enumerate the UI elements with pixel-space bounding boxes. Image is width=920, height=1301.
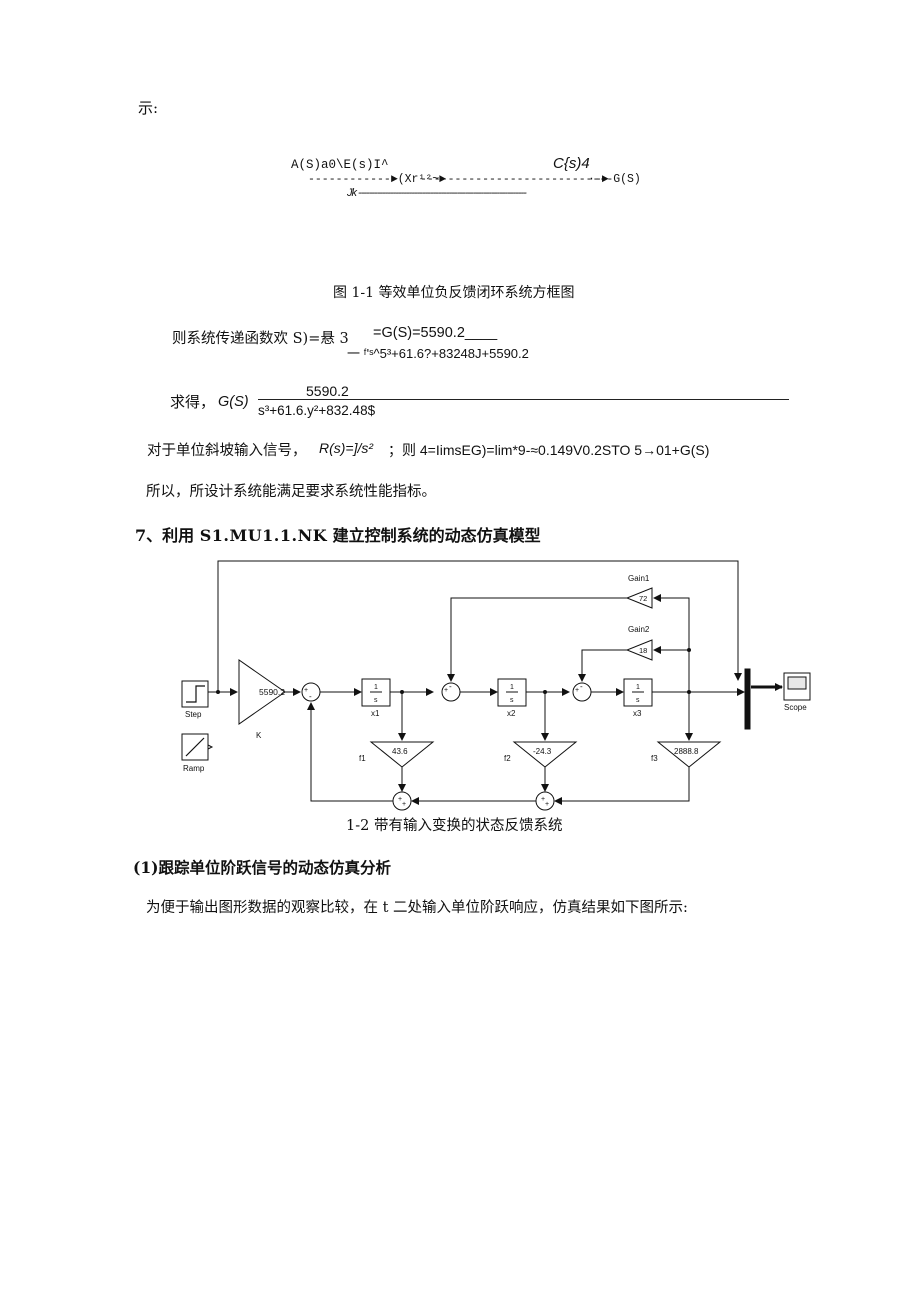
scope-screen <box>787 676 807 690</box>
section-7-text-b: 建立控制系统的动态仿真模型 <box>332 526 541 545</box>
eq2-denominator: s³+61.6.y²+832.48$ <box>258 403 376 418</box>
fig1-row-a: ------------►(Xr¹²~► <box>308 173 447 186</box>
wire-sum4-to-sum1 <box>307 702 393 802</box>
eq2-lhs: G(S) <box>218 394 249 410</box>
simulink-diagram: 5590.2 K Step Ramp 1 s 1 s 1 s x1 x2 x3 … <box>181 560 811 811</box>
x3-label: x3 <box>633 709 642 718</box>
wire-f3-to-sum5 <box>554 767 690 805</box>
conclusion-text: 所以，所设计系统能满足要求系统性能指标。 <box>146 484 436 500</box>
wire-gain2-to-sum3 <box>578 649 627 682</box>
f3-block <box>656 741 722 768</box>
gain1-name: Gain1 <box>628 574 650 583</box>
eq2-label: 求得， <box>170 393 216 411</box>
f3-name: f3 <box>651 754 658 763</box>
fig1-row-end: ·-► <box>588 173 609 186</box>
f2-block <box>512 741 578 768</box>
x2-label: x2 <box>507 709 516 718</box>
f1-block <box>369 741 435 768</box>
sum1-minus: - <box>309 692 312 701</box>
eq1-rhs: =G(S)=5590.2____ <box>373 325 498 341</box>
gain1-value: 72 <box>639 594 647 603</box>
sum3-minus: - <box>580 682 583 691</box>
x1-label: x1 <box>371 709 380 718</box>
final-paragraph: 为便于输出图形数据的观察比较，在 t 二处输入单位阶跃响应，仿真结果如下图所示: <box>146 900 688 916</box>
integrator1-den: s <box>374 697 378 704</box>
integrator2-num: 1 <box>510 684 514 691</box>
step-block <box>181 680 209 708</box>
f3-value: 2888.8 <box>674 747 699 756</box>
eq1-denominator: 一 ᶠ'ˢ^5³+61.6?+83248J+5590.2 <box>347 346 529 361</box>
integrator2-den: s <box>510 697 514 704</box>
sum5-plus2: + <box>545 801 549 808</box>
scope-label: Scope <box>784 703 807 712</box>
integrator1-num: 1 <box>374 684 378 691</box>
sum2-plus: + <box>444 687 448 694</box>
integrator3-num: 1 <box>636 684 640 691</box>
sum2-minus: - <box>449 682 452 691</box>
f1-name: f1 <box>359 754 366 763</box>
intro-text: 示: <box>138 99 159 117</box>
fig1-top-right: C{s)4 <box>553 155 590 172</box>
subsection-1-heading: (1)跟踪单位阶跃信号的动态仿真分析 <box>133 856 391 878</box>
section-7-text-a: 利用 <box>162 526 195 545</box>
f1-value: 43.6 <box>392 747 408 756</box>
wire-gain1-to-sum2 <box>447 597 627 682</box>
ramp-port <box>207 744 214 750</box>
wire-x3-to-gain1 <box>653 594 690 692</box>
eq2-numerator: 5590.2 <box>306 383 349 399</box>
eq1-prefix: 则系统传递函数欢 S)=悬 3 <box>172 331 349 347</box>
gain2-name: Gain2 <box>628 625 650 634</box>
mux-block <box>744 668 751 730</box>
gain-k-value: 5590.2 <box>259 687 285 697</box>
fig1-row-b: ----------------------------G(S) <box>420 173 641 186</box>
gain2-block <box>625 639 653 661</box>
subsection-1-text: 跟踪单位阶跃信号的动态仿真分析 <box>158 858 391 877</box>
ramp-line-part3: ；则 4=IimsEG)=lim*9-≈0.149V0.2STO 5→01+G(… <box>388 442 710 458</box>
f2-value: -24.3 <box>533 747 552 756</box>
f2-name: f2 <box>504 754 511 763</box>
fig2-caption: 1-2 带有输入变换的状态反馈系统 <box>346 818 563 834</box>
gain-k-name: K <box>256 731 262 740</box>
ramp-icon <box>185 737 205 757</box>
step-label: Step <box>185 710 202 719</box>
sum5-plus: + <box>541 796 545 803</box>
ramp-label: Ramp <box>183 764 205 773</box>
sum4-plus: + <box>398 796 402 803</box>
fig1-row-c: Jk -------------------------------------… <box>347 187 527 199</box>
section-7-number: 7、 <box>135 526 163 545</box>
subsection-1-label: (1) <box>133 858 159 877</box>
fig1-caption: 图 1-1 等效单位负反馈闭环系统方框图 <box>333 285 575 301</box>
wire-step-to-mux <box>217 560 742 692</box>
gain1-block <box>625 587 653 609</box>
ramp-line-part2: R(s)=]/s² <box>319 440 374 456</box>
sum4-plus2: + <box>402 801 406 808</box>
section-7-heading: 7、利用 S1.MU1.1.NK 建立控制系统的动态仿真模型 <box>135 522 541 546</box>
step-icon <box>186 685 205 703</box>
sum3-plus: + <box>575 687 579 694</box>
fig1-top-left: A(S)a0\E(s)I^ <box>291 158 389 172</box>
gain2-value: 18 <box>639 646 647 655</box>
eq2-fraction-bar <box>258 399 789 400</box>
gain-k-block <box>238 659 286 725</box>
section-7-code: S1.MU1.1.NK <box>199 526 328 545</box>
integrator3-den: s <box>636 697 640 704</box>
ramp-line-part1: 对于单位斜坡输入信号， <box>147 443 307 459</box>
sum1-plus: + <box>304 687 308 694</box>
